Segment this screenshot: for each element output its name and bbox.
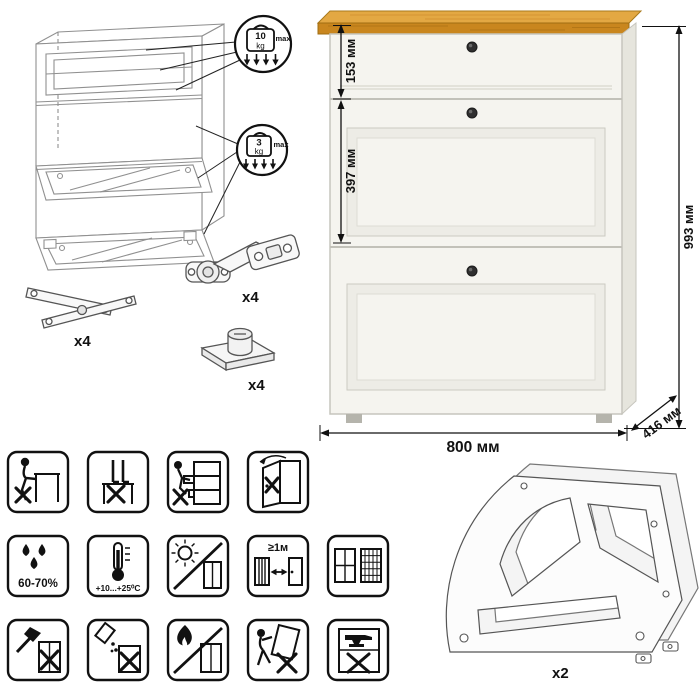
- pictogram-no-climbing: [166, 450, 230, 514]
- dim-width: 800 мм: [446, 439, 499, 456]
- flame-icon: [177, 625, 192, 646]
- weight-plate-icon: [246, 28, 275, 52]
- slash-mark: [173, 626, 223, 675]
- pictogram-no-standing: [86, 450, 150, 514]
- down-arrows-icon: [243, 159, 276, 170]
- weight-plate-icon: [246, 135, 272, 157]
- pictogram-no-moving-loaded: [246, 618, 310, 682]
- x-mark: [276, 652, 298, 674]
- weight-limit-badge-10kg: 10 kg max: [233, 14, 293, 74]
- pictogram-ventilation: [326, 534, 390, 598]
- drop-icon: [30, 557, 38, 569]
- weight-unit: kg: [256, 42, 264, 51]
- weight-limit-badge-3kg: 3 kg max: [235, 123, 289, 177]
- bottom-door-knob: [466, 265, 478, 277]
- wireframe-cabinet: [35, 23, 225, 271]
- stay-arm-icon: x4: [25, 287, 137, 350]
- drop-icon: [38, 544, 46, 556]
- temperature-label: +10...+25⁰C: [96, 583, 141, 593]
- hinge-icon: x4: [185, 234, 300, 306]
- person-icon: [174, 461, 182, 469]
- drop-icon: [22, 544, 30, 556]
- drawer-knob: [466, 41, 478, 53]
- x-mark: [119, 651, 140, 672]
- x-mark: [264, 476, 280, 494]
- person-icon: [20, 457, 30, 467]
- open-door-icon: [262, 459, 281, 509]
- side-frame-icon: x2: [445, 463, 699, 682]
- anvil-icon: [345, 635, 372, 647]
- pictogram-no-hanging-on-doors: [246, 450, 310, 514]
- weight-max-label: max: [273, 140, 289, 149]
- weight-value: 3: [256, 138, 261, 149]
- heater-distance-label: ≥1м: [268, 542, 288, 554]
- side-frame-count-label: x2: [552, 665, 569, 682]
- down-arrows-icon: [243, 54, 279, 66]
- pictogram-no-sitting: [6, 450, 70, 514]
- weight-unit: kg: [255, 147, 263, 156]
- cabinet-icon: [118, 645, 141, 673]
- dim-drawer-height: 153 мм: [343, 39, 358, 84]
- cabinet-body: [329, 21, 637, 423]
- x-mark: [106, 484, 126, 504]
- dim-door-height: 397 мм: [343, 149, 358, 194]
- foot-icon: x4: [200, 327, 276, 394]
- stay-count-label: x4: [74, 333, 91, 350]
- pictogram-temperature: +10...+25⁰C: [86, 534, 150, 598]
- dim-total-height: 993 мм: [681, 205, 696, 250]
- weight-value: 10: [255, 31, 266, 42]
- weight-max-label: max: [275, 34, 291, 43]
- cabinet-top: [316, 10, 643, 35]
- x-mark: [14, 486, 32, 504]
- callout-lines: [145, 41, 241, 235]
- cabinet-icon: [288, 557, 303, 586]
- humidity-label: 60-70%: [18, 578, 58, 590]
- pictogram-humidity: 60-70%: [6, 534, 70, 598]
- window-grid-icon: [360, 548, 382, 583]
- legs-icon: [111, 460, 129, 484]
- foot-count-label: x4: [248, 377, 265, 394]
- pictogram-no-open-flame: [166, 618, 230, 682]
- cabinet-foot: [596, 414, 612, 423]
- pictogram-avoid-sunlight: [166, 534, 230, 598]
- pictogram-no-spills: [86, 618, 150, 682]
- cabinet-foot: [346, 414, 362, 423]
- slash-mark: [173, 541, 223, 591]
- x-mark: [39, 649, 60, 671]
- x-mark: [172, 488, 189, 506]
- cabinet-render: [316, 10, 643, 423]
- pictogram-heater-distance: ≥1м: [246, 534, 310, 598]
- sun-icon: [177, 545, 193, 561]
- person-icon: [257, 629, 265, 637]
- hinge-count-label: x4: [242, 289, 259, 306]
- middle-door-knob: [466, 107, 478, 119]
- glass-icon: [93, 621, 117, 645]
- pictogram-no-impact: [6, 618, 70, 682]
- x-mark: [346, 652, 371, 674]
- pictogram-no-heavy-objects: [326, 618, 390, 682]
